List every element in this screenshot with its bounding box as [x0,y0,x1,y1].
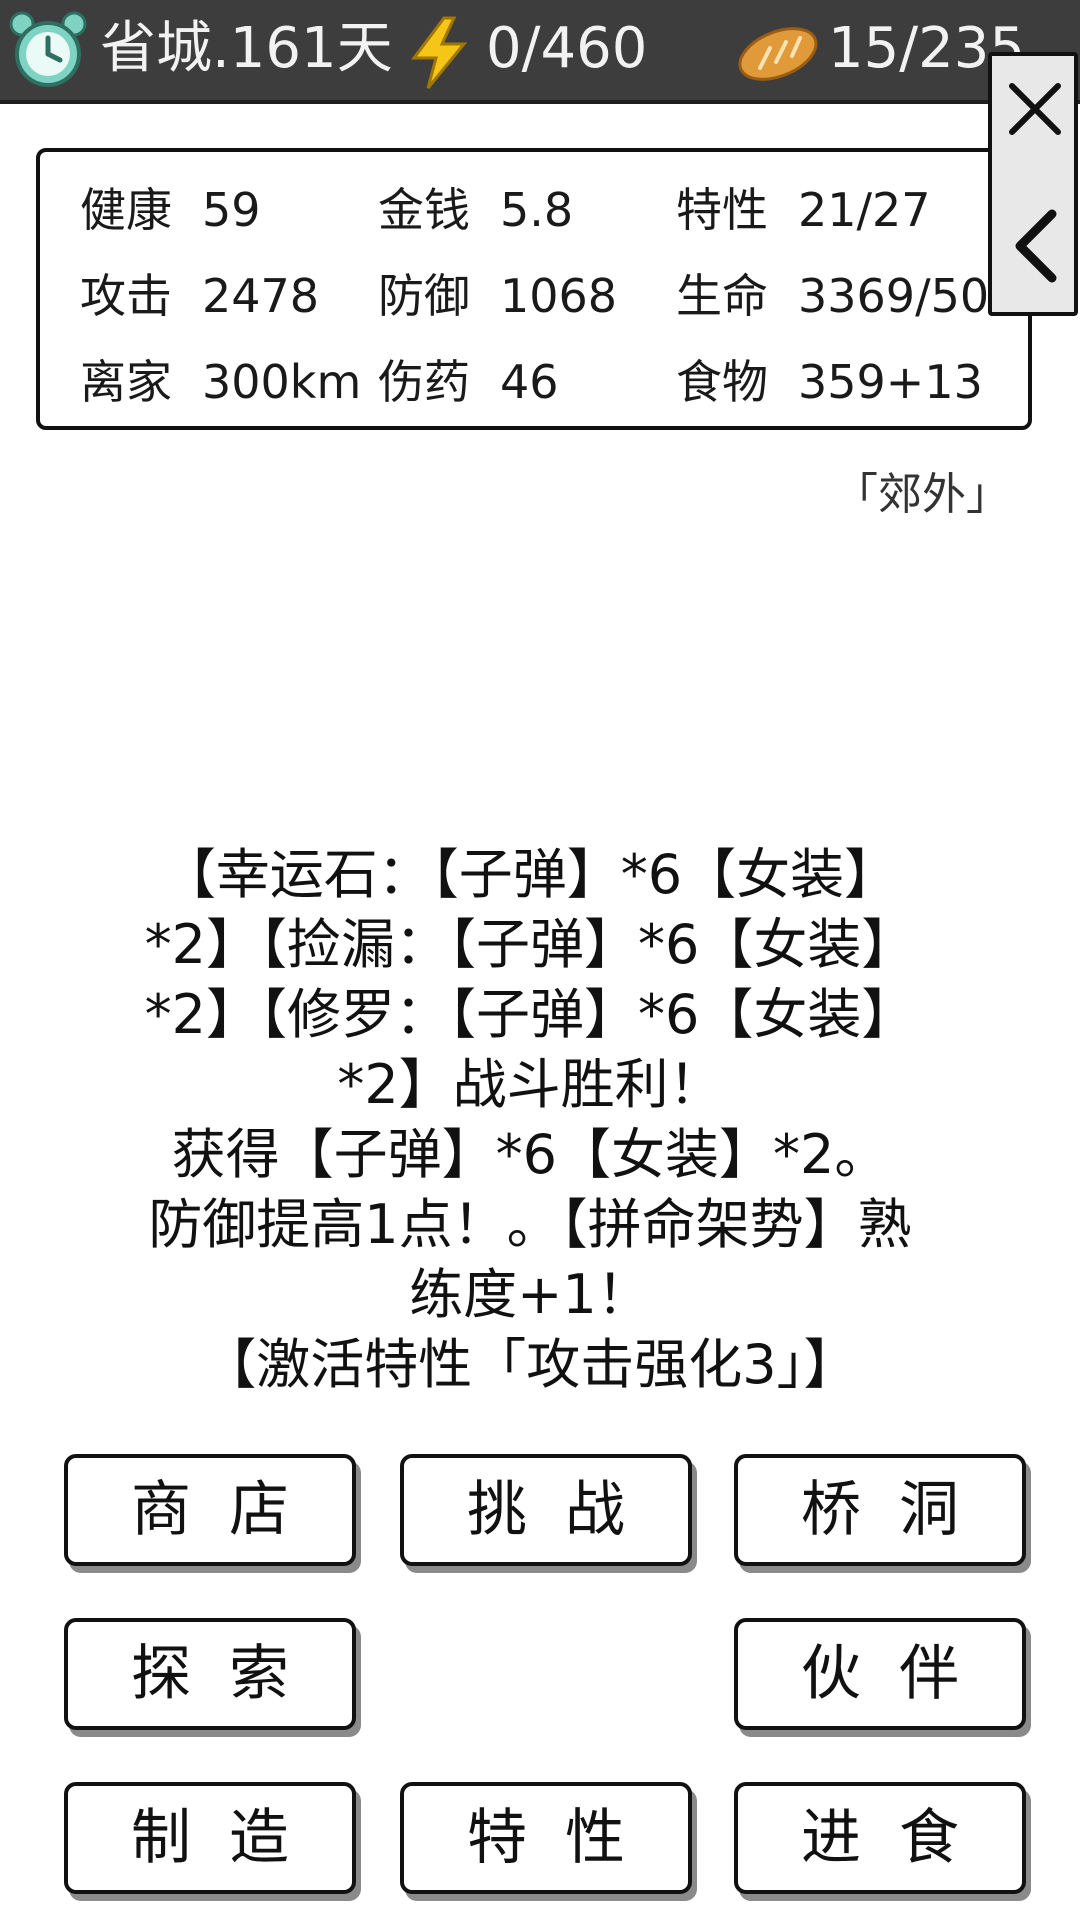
chevron-left-icon[interactable] [1006,206,1066,290]
energy-value: 0/460 [486,16,648,81]
log-line: 【激活特性「攻击强化3」】 [202,1333,858,1396]
log-line: 防御提高1点！。【拼命架势】熟练度+1！ [148,1193,912,1326]
event-log: 【幸运石：【子弹】*6【女装】*2】【捡漏：【子弹】*6【女装】*2】【修罗：【… [130,840,930,1400]
log-line: 【幸运石：【子弹】*6【女装】*2】【捡漏：【子弹】*6【女装】*2】【修罗：【… [144,843,916,1116]
craft-button[interactable]: 制造 [64,1782,356,1894]
lightning-icon [408,16,470,94]
challenge-button[interactable]: 挑战 [400,1454,692,1566]
shop-button[interactable]: 商店 [64,1454,356,1566]
explore-button[interactable]: 探索 [64,1618,356,1730]
location-label: 「郊外」 [834,469,1010,520]
side-panel [988,52,1078,316]
status-bar: 省城.161天 0/460 15/235 [0,0,1080,104]
location-day: 省城.161天 [100,16,393,81]
eat-button[interactable]: 进食 [734,1782,1026,1894]
bread-icon [736,18,820,90]
partner-button[interactable]: 伙伴 [734,1618,1026,1730]
alarm-clock-icon [8,10,88,94]
close-icon[interactable] [1004,78,1066,144]
traits-button[interactable]: 特性 [400,1782,692,1894]
bridge-button[interactable]: 桥洞 [734,1454,1026,1566]
log-line: 获得【子弹】*6【女装】*2。 [171,1123,889,1186]
